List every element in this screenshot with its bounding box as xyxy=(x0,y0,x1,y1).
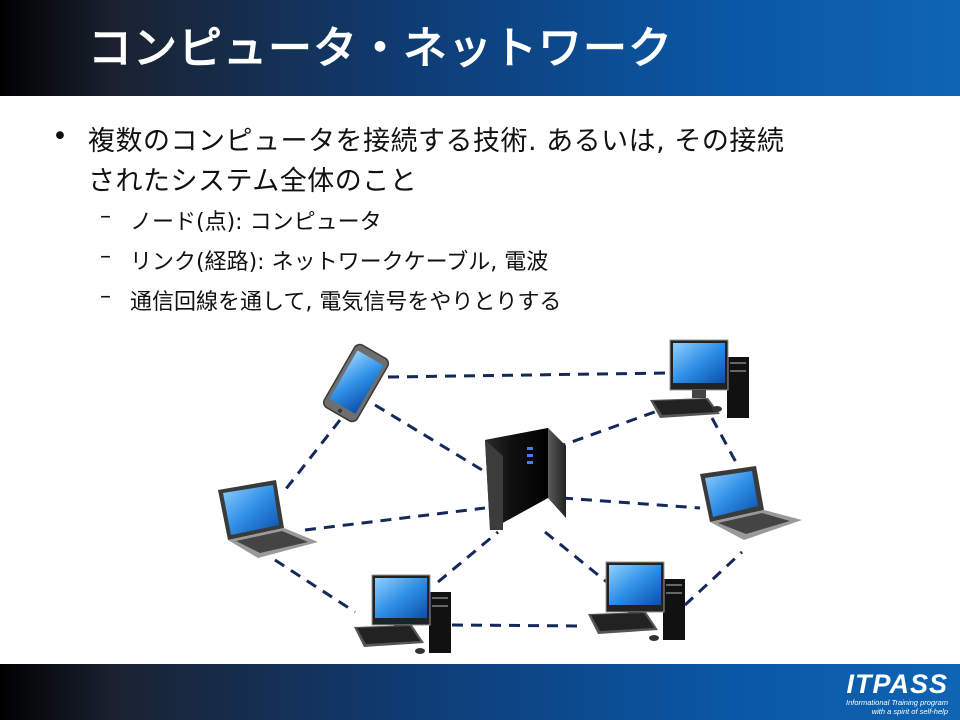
link xyxy=(544,530,609,585)
link xyxy=(274,558,356,614)
link xyxy=(304,506,486,532)
desktop-computer-icon xyxy=(650,339,749,418)
link xyxy=(561,496,701,510)
sub-bullet-dash: – xyxy=(100,284,111,309)
link xyxy=(710,417,740,467)
logo-tagline: with a spirit of self-help xyxy=(871,707,948,716)
footer-bar xyxy=(0,664,960,720)
laptop-icon xyxy=(700,466,802,540)
sub-bullet-link: リンク(経路): ネットワークケーブル, 電波 xyxy=(130,250,549,275)
link xyxy=(683,550,744,607)
logo-text: ITPASS xyxy=(846,669,948,699)
link xyxy=(387,371,669,379)
sub-bullet-signal: 通信回線を通して, 電気信号をやりとりする xyxy=(130,290,562,315)
link xyxy=(280,419,342,495)
bullet-marker: • xyxy=(52,121,68,152)
server-icon xyxy=(485,428,566,530)
title-bar xyxy=(0,0,960,96)
main-bullet-line2: されたシステム全体のこと xyxy=(88,166,418,197)
page-title: コンピュータ・ネットワーク xyxy=(88,23,673,74)
network-links xyxy=(274,371,744,628)
link xyxy=(554,408,661,450)
link xyxy=(451,623,586,628)
link xyxy=(374,403,493,478)
logo-tagline: Informational Training program xyxy=(846,698,948,707)
desktop-computer-icon xyxy=(588,561,685,641)
link xyxy=(437,530,499,584)
laptop-icon xyxy=(218,480,318,558)
sub-bullet-dash: – xyxy=(100,204,111,229)
sub-bullet-dash: – xyxy=(100,244,111,269)
sub-bullet-node: ノード(点): コンピュータ xyxy=(130,210,382,235)
itpass-logo: ITPASS Informational Training program wi… xyxy=(846,670,948,716)
main-bullet-line1: 複数のコンピュータを接続する技術. あるいは, その接続 xyxy=(88,126,785,157)
desktop-computer-icon xyxy=(354,574,451,654)
smartphone-icon xyxy=(322,343,390,423)
